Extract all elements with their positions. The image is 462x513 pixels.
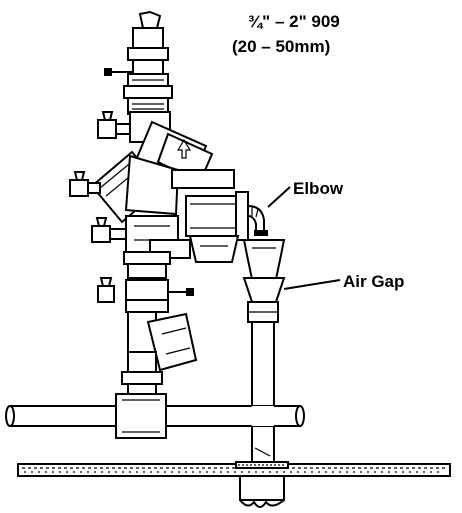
floor-slab: [17, 463, 451, 477]
bottom-shutoff-valve: [97, 277, 194, 313]
drain-pipe: [251, 321, 275, 463]
supply-pipe: [5, 393, 305, 440]
test-cock-2: [69, 171, 101, 197]
upper-union: [123, 85, 173, 115]
strainer: [127, 311, 198, 373]
top-shutoff-valve: [104, 10, 169, 87]
elbow-leader-line: [267, 186, 291, 208]
second-check-valve: [90, 150, 180, 224]
bottom-union: [121, 371, 163, 395]
air-gap-funnel: [242, 239, 286, 323]
relief-valve: [171, 169, 249, 263]
air-gap-leader-line: [283, 279, 341, 290]
floor-drain: [235, 461, 289, 508]
elbow-fitting: [247, 205, 268, 236]
model-size-title: ¾" – 2" 909: [248, 12, 340, 31]
metric-size-subtitle: (20 – 50mm): [232, 37, 330, 56]
lower-body: [125, 215, 191, 259]
elbow-label: Elbow: [293, 179, 344, 198]
lower-union: [123, 251, 171, 279]
test-cock-1: [97, 111, 131, 139]
air-gap-label: Air Gap: [343, 272, 404, 291]
